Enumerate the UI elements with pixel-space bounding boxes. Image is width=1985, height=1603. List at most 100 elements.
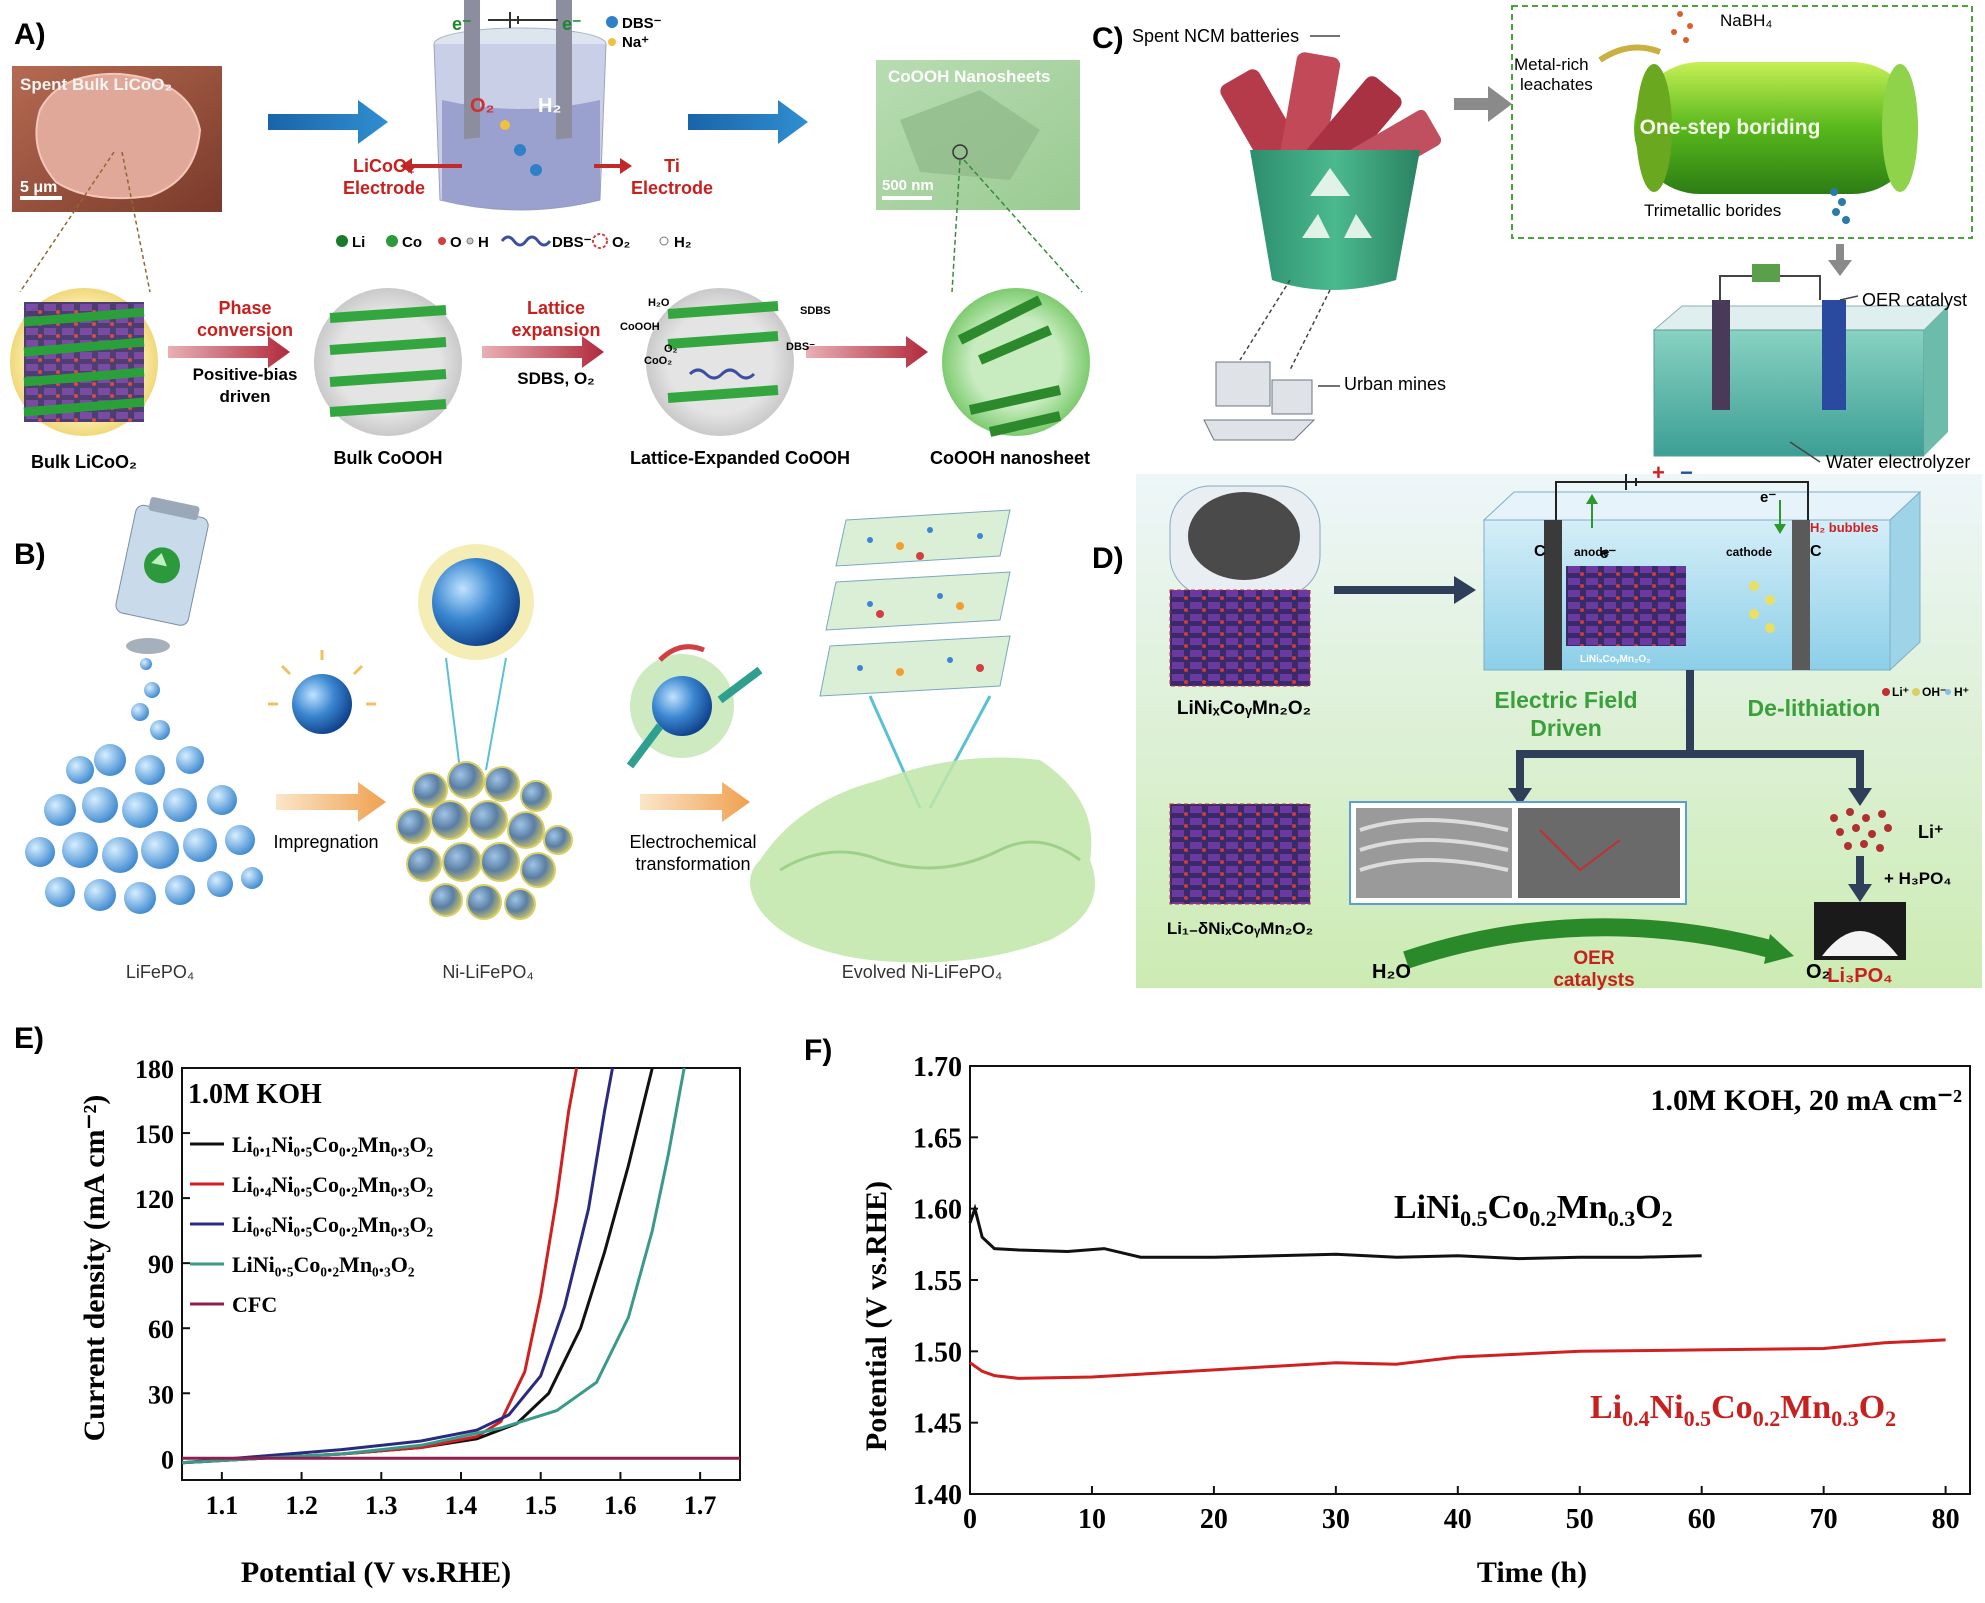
material-bottom-label: Li₁₋δNiₓCoᵧMn₂O₂ (1167, 919, 1313, 938)
panel-e-label: E) (14, 1022, 44, 1055)
x-tick-label: 1.1 (206, 1491, 239, 1520)
legend-o: O (450, 234, 462, 251)
panel-f-label: F) (804, 1034, 832, 1067)
arrow-right-1 (268, 100, 388, 144)
sem-image-2 (1518, 808, 1680, 898)
delith-lattice (1169, 803, 1311, 905)
chart-f-annotation: 1.0M KOH, 20 mA cm⁻² (1651, 1084, 1962, 1117)
cell-e-right: e⁻ (562, 14, 582, 34)
x-tick-label: 1.7 (684, 1491, 717, 1520)
sphere-icon (292, 674, 352, 734)
e-right: e⁻ (1760, 489, 1776, 506)
evolved-film (750, 757, 1095, 963)
water-electrolyzer (1652, 264, 1950, 457)
cell-h2: H₂ (538, 95, 561, 117)
x-tick-label: 80 (1932, 1504, 1960, 1535)
delith-label: De-lithiation (1748, 695, 1881, 721)
recycle-bin-icon (1250, 150, 1420, 290)
x-tick-label: 1.3 (365, 1491, 398, 1520)
chart-e-annotation: 1.0M KOH (188, 1079, 322, 1110)
panel-d: D) LiNiₓCoᵧMn₂O₂ + − e⁻ e⁻ H₂ bubbles an… (1092, 460, 1982, 991)
ncm-lattice (1169, 589, 1311, 687)
chart-f-xlabel: Time (h) (1477, 1556, 1587, 1589)
legend-h: H (478, 234, 489, 251)
c-left-label: C (1534, 543, 1546, 560)
electrolyzer-label: Water electrolyzer (1826, 452, 1970, 472)
species-legend: Li Co O H DBS⁻ O₂ H₂ (336, 233, 692, 251)
panel-a: A) Spent Bulk LiCoO₂ 5 μm e⁻ e⁻ DBS⁻ Na⁺… (10, 0, 1090, 472)
arrow-electrochem (640, 782, 750, 822)
inner-sdbs: SDBS (800, 305, 831, 317)
delithiation-cell (1482, 490, 1922, 672)
legend-label-2: Li₀.₆Ni₀.₅Co₀.₂Mn₀.₃O₂ (232, 1212, 434, 1237)
e-left: e⁻ (1600, 545, 1616, 562)
x-tick-label: 0 (963, 1504, 977, 1535)
chart-f-series-label-1: LiNi0.5Co0.2Mn0.3O2 (1394, 1189, 1673, 1231)
li-plus-label: Li⁺ (1918, 822, 1944, 842)
y-tick-label: 180 (135, 1055, 174, 1084)
y-tick-label: 30 (148, 1380, 174, 1409)
legend-na: Na⁺ (622, 34, 649, 51)
stage-circle-bulk-coooh (314, 288, 462, 436)
oer-catalyst-label: OER catalyst (1862, 290, 1967, 310)
h2-bubbles: H₂ bubbles (1810, 520, 1879, 535)
evolving-sphere (652, 676, 712, 736)
chart-e-ylabel: Current density (mA cm⁻²) (78, 1095, 111, 1442)
y-tick-label: 150 (135, 1120, 174, 1149)
y-tick-label: 1.50 (913, 1337, 962, 1368)
panel-b-label: B) (14, 538, 46, 571)
recycle-symbol-icon (1302, 168, 1372, 238)
h3po4-label: + H₃PO₄ (1884, 869, 1951, 888)
inner-coooh: CoOOH (620, 321, 660, 333)
legend-label-1: Li₀.₄Ni₀.₅Co₀.₂Mn₀.₃O₂ (232, 1172, 434, 1197)
ion-li: Li⁺ (1892, 685, 1909, 699)
li3po4-label: Li₃PO₄ (1827, 965, 1892, 987)
ni-coated-sphere (432, 558, 520, 646)
x-tick-label: 20 (1200, 1504, 1228, 1535)
panel-a-label: A) (14, 18, 46, 51)
legend-dbs: DBS⁻ (622, 15, 662, 32)
inner-material-label: LiNiₓCoᵧMn₂O₂ (1580, 654, 1651, 665)
legend-dbs2: DBS⁻ (552, 234, 592, 251)
x-tick-label: 30 (1322, 1504, 1350, 1535)
o2-label: O₂ (1806, 961, 1830, 983)
x-tick-label: 1.4 (445, 1491, 478, 1520)
legend-label-3: LiNi₀.₅Co₀.₂Mn₀.₃O₂ (232, 1252, 415, 1277)
arrow-impregnation (276, 782, 386, 822)
y-tick-label: 1.65 (913, 1123, 962, 1154)
x-tick-label: 70 (1810, 1504, 1838, 1535)
material-top-label: LiNiₓCoᵧMn₂O₂ (1177, 698, 1311, 719)
legend-h2: H₂ (674, 234, 692, 251)
chart-e-xlabel: Potential (V vs.RHE) (241, 1556, 511, 1589)
nabh4-label: NaBH₄ (1720, 11, 1772, 30)
ni-lifepo4-cluster (396, 761, 573, 920)
y-tick-label: 1.45 (913, 1409, 962, 1440)
series-line-2 (181, 1067, 614, 1465)
sem-scalebar: 5 μm (20, 179, 57, 196)
x-tick-label: 1.2 (285, 1491, 318, 1520)
y-tick-label: 90 (148, 1250, 174, 1279)
series-line-0 (968, 1203, 1702, 1261)
y-tick-label: 60 (148, 1315, 174, 1344)
stage-lattice-expanded: Lattice-Expanded CoOOH (630, 448, 850, 468)
panel-c: C) Spent NCM batteries Urban mines One-s… (1092, 5, 1973, 472)
chart-f-ylabel: Potential (V vs.RHE) (860, 1181, 893, 1451)
borides-label: Trimetallic borides (1644, 201, 1781, 220)
tem-title: CoOOH Nanosheets (888, 67, 1050, 86)
series-line-1 (969, 1338, 1946, 1380)
lifepo4-particles (25, 658, 263, 914)
boriding-box (1511, 5, 1973, 239)
